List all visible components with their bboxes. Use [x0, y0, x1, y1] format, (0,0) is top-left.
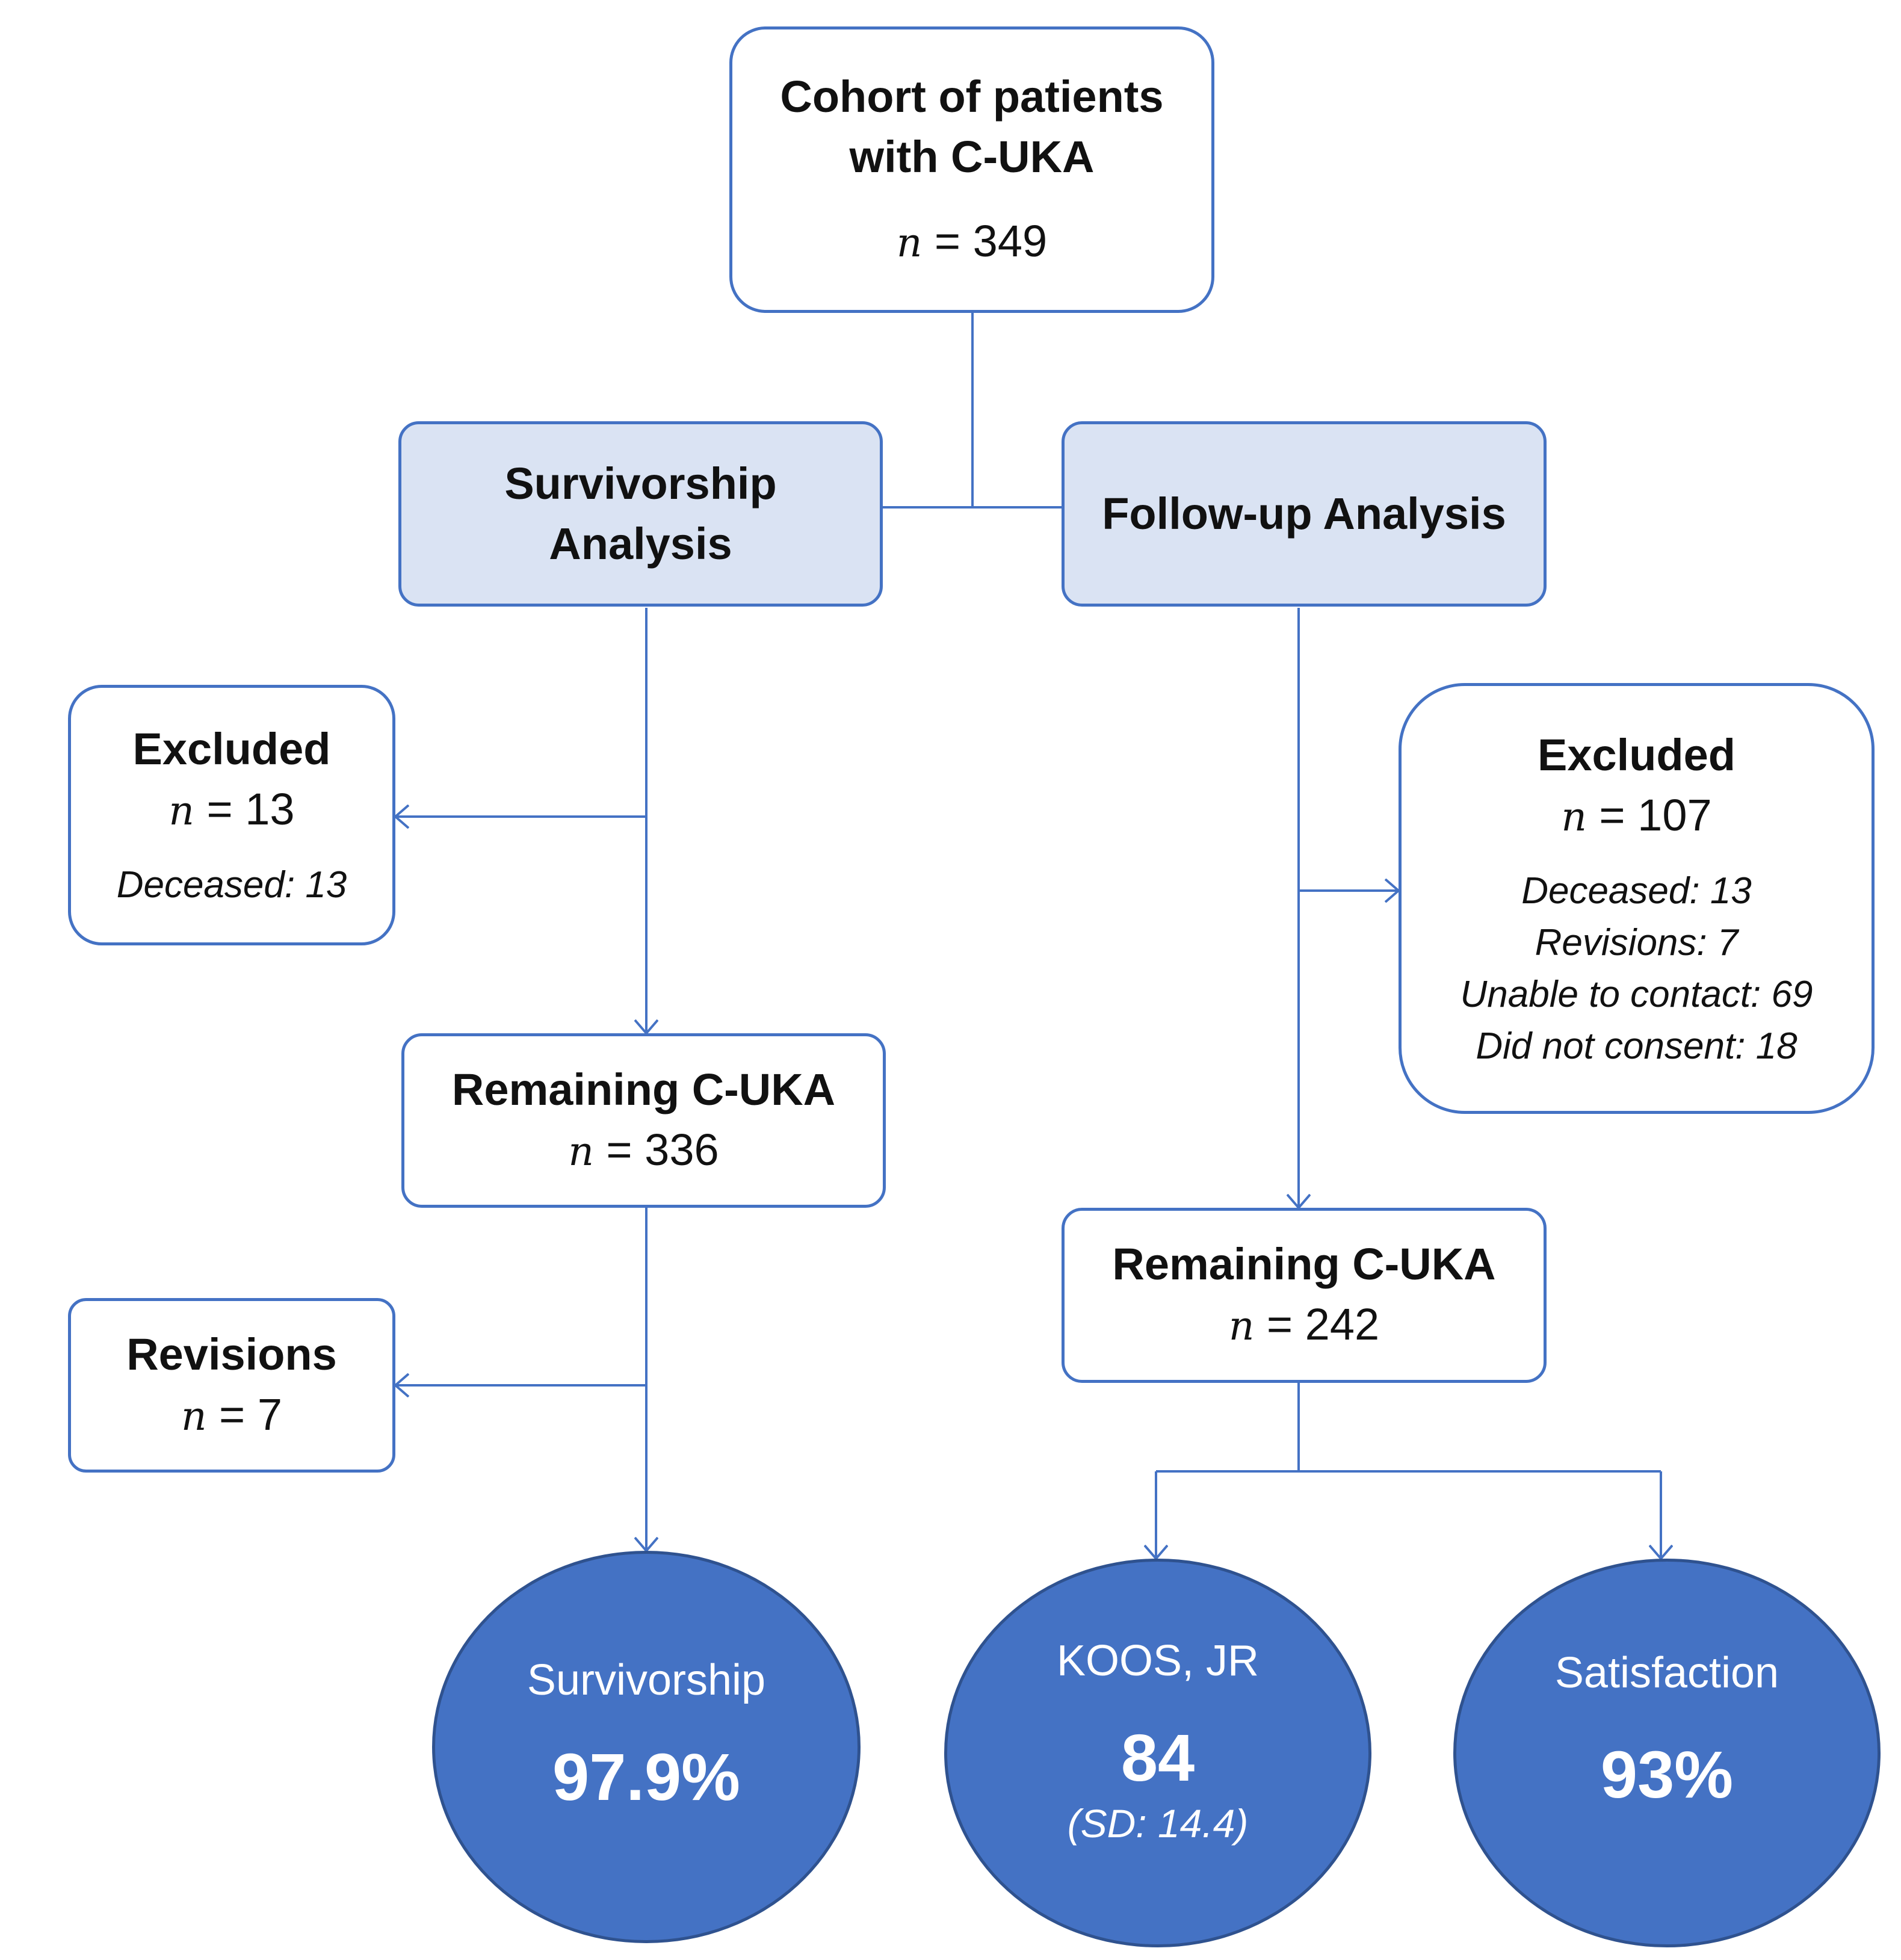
remaining-right-count: n = 242	[1229, 1294, 1379, 1356]
remaining-right-count-value: = 242	[1254, 1299, 1380, 1349]
cohort-count: n = 349	[897, 211, 1047, 273]
n-symbol: n	[896, 219, 923, 266]
n-symbol: n	[568, 1128, 594, 1175]
survivorship-analysis-line2: Analysis	[549, 519, 732, 569]
survivorship-analysis-line1: Survivorship	[504, 459, 777, 509]
survivorship-result-value: 97.9%	[552, 1740, 740, 1814]
revisions-box: Revisions n = 7	[68, 1298, 395, 1473]
remaining-right-box: Remaining C-UKA n = 242	[1062, 1208, 1547, 1383]
excluded-left-note: Deceased: 13	[116, 864, 347, 906]
excluded-right-box: Excluded n = 107 Deceased: 13 Revisions:…	[1399, 683, 1875, 1114]
koos-result-label: KOOS, JR	[1056, 1637, 1260, 1685]
remaining-right-title: Remaining C-UKA	[1112, 1239, 1496, 1289]
koos-result-value: 84	[1121, 1721, 1195, 1795]
survivorship-result-circle: Survivorship 97.9%	[432, 1551, 861, 1943]
excluded-right-title: Excluded	[1538, 729, 1736, 780]
excluded-left-count-value: = 13	[194, 784, 295, 834]
remaining-left-count: n = 336	[568, 1120, 719, 1182]
cohort-count-value: = 349	[922, 215, 1048, 266]
excluded-right-note-unable-to-contact: Unable to contact: 69	[1460, 973, 1813, 1015]
n-symbol: n	[1228, 1303, 1255, 1349]
excluded-right-count-value: = 107	[1586, 790, 1712, 840]
n-symbol: n	[168, 788, 194, 834]
excluded-left-count: n = 13	[168, 779, 294, 841]
n-symbol: n	[1561, 793, 1587, 840]
revisions-title: Revisions	[126, 1329, 337, 1379]
remaining-left-box: Remaining C-UKA n = 336	[401, 1033, 886, 1208]
cohort-title-line1: Cohort of patients	[780, 71, 1164, 122]
koos-result-sd: (SD: 14.4)	[1067, 1801, 1249, 1846]
survivorship-analysis-box: Survivorship Analysis	[398, 421, 883, 607]
remaining-left-count-value: = 336	[593, 1124, 719, 1175]
revisions-count-value: = 7	[206, 1389, 282, 1439]
n-symbol: n	[181, 1393, 207, 1439]
excluded-left-title: Excluded	[132, 724, 331, 774]
satisfaction-result-label: Satisfaction	[1554, 1649, 1779, 1697]
revisions-count: n = 7	[181, 1385, 282, 1447]
followup-analysis-label: Follow-up Analysis	[1102, 489, 1506, 539]
excluded-right-count: n = 107	[1561, 785, 1711, 847]
survivorship-result-label: Survivorship	[527, 1656, 766, 1704]
satisfaction-result-value: 93%	[1600, 1738, 1734, 1812]
excluded-right-note-did-not-consent: Did not consent: 18	[1476, 1025, 1797, 1067]
excluded-left-box: Excluded n = 13 Deceased: 13	[68, 685, 395, 945]
cohort-box: Cohort of patients with C-UKA n = 349	[729, 26, 1214, 313]
followup-analysis-box: Follow-up Analysis	[1062, 421, 1547, 607]
cohort-title-line2: with C-UKA	[849, 131, 1095, 182]
excluded-right-note-revisions: Revisions: 7	[1535, 921, 1739, 963]
remaining-left-title: Remaining C-UKA	[451, 1064, 836, 1114]
excluded-right-note-deceased: Deceased: 13	[1521, 870, 1752, 912]
koos-result-circle: KOOS, JR 84 (SD: 14.4)	[944, 1559, 1371, 1947]
satisfaction-result-circle: Satisfaction 93%	[1453, 1559, 1881, 1947]
